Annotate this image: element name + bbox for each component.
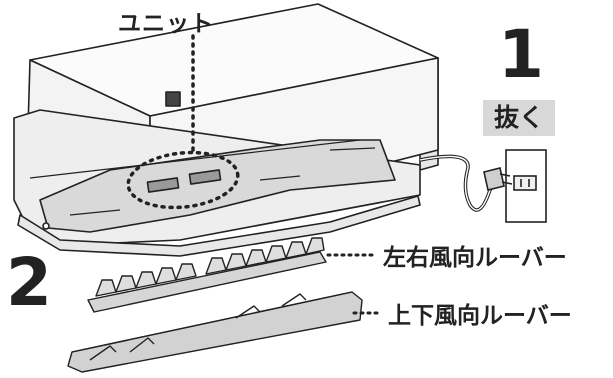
up-down-louver-illustration <box>67 291 363 373</box>
unit-label: ユニット <box>118 11 214 37</box>
unplug-badge: 抜く <box>483 100 555 136</box>
step-1-number: 1 <box>498 16 544 93</box>
left-right-louver-illustration <box>87 237 327 313</box>
wall-outlet-icon <box>505 149 547 223</box>
ac-groove <box>29 139 361 179</box>
unit-highlight-ellipse <box>126 150 240 210</box>
brand-logo-icon <box>165 91 181 107</box>
ac-opening <box>39 139 396 233</box>
unplug-label: 抜く <box>493 103 544 132</box>
internal-vent-left <box>146 177 180 193</box>
internal-vent-right <box>188 169 222 185</box>
screw-icon <box>42 222 50 230</box>
plug-icon <box>483 167 513 191</box>
opening-detail <box>69 147 376 216</box>
ac-bottom-lip <box>17 195 421 257</box>
up-down-louver-label: 上下風向ルーバー <box>388 303 572 329</box>
step-2-number: 2 <box>6 244 52 321</box>
left-right-louver-label: 左右風向ルーバー <box>383 245 567 271</box>
air-conditioner-illustration <box>13 3 439 257</box>
